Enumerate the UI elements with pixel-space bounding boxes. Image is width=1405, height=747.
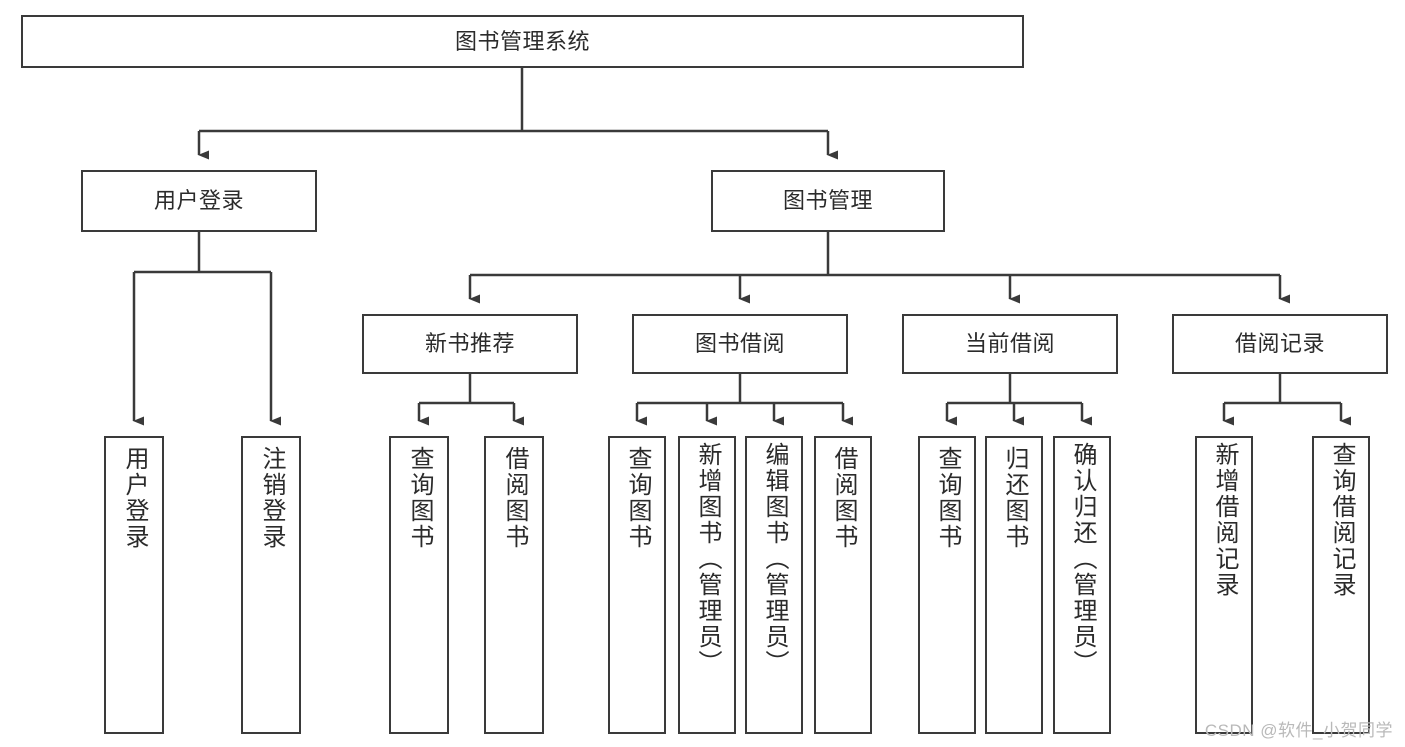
- node-leaf-user-logout-label: 注销登录: [258, 446, 285, 550]
- node-current-borrow[interactable]: 当前借阅: [902, 314, 1118, 374]
- node-leaf-edit-book-admin[interactable]: 编辑图书（管理员）: [745, 436, 803, 734]
- node-leaf-add-book-admin[interactable]: 新增图书（管理员）: [678, 436, 736, 734]
- node-leaf-query-book-borrow[interactable]: 查询图书: [608, 436, 666, 734]
- node-leaf-return-book[interactable]: 归还图书: [985, 436, 1043, 734]
- node-leaf-query-book-borrow-label: 查询图书: [624, 446, 651, 550]
- node-leaf-query-book-rec[interactable]: 查询图书: [389, 436, 449, 734]
- node-leaf-borrow-book-rec[interactable]: 借阅图书: [484, 436, 544, 734]
- node-borrow-record-label: 借阅记录: [1234, 331, 1325, 357]
- node-leaf-add-borrow-record-label: 新增借阅记录: [1211, 442, 1238, 598]
- node-leaf-user-login-label: 用户登录: [121, 446, 148, 550]
- node-leaf-edit-book-admin-label: 编辑图书（管理员）: [761, 442, 788, 676]
- node-user-login[interactable]: 用户登录: [81, 170, 317, 232]
- node-leaf-query-book-cur[interactable]: 查询图书: [918, 436, 976, 734]
- node-leaf-user-login[interactable]: 用户登录: [104, 436, 164, 734]
- node-new-book-recommend-label: 新书推荐: [424, 331, 515, 357]
- node-leaf-user-logout[interactable]: 注销登录: [241, 436, 301, 734]
- node-book-manage[interactable]: 图书管理: [711, 170, 945, 232]
- node-root-label: 图书管理系统: [454, 28, 590, 54]
- node-leaf-borrow-book[interactable]: 借阅图书: [814, 436, 872, 734]
- node-user-login-label: 用户登录: [153, 188, 244, 214]
- node-leaf-query-borrow-record-label: 查询借阅记录: [1328, 442, 1355, 598]
- node-leaf-return-book-label: 归还图书: [1001, 446, 1028, 550]
- node-book-manage-label: 图书管理: [782, 188, 873, 214]
- node-leaf-add-borrow-record[interactable]: 新增借阅记录: [1195, 436, 1253, 734]
- node-leaf-borrow-book-rec-label: 借阅图书: [501, 446, 528, 550]
- node-leaf-query-borrow-record[interactable]: 查询借阅记录: [1312, 436, 1370, 734]
- node-borrow-record[interactable]: 借阅记录: [1172, 314, 1388, 374]
- node-new-book-recommend[interactable]: 新书推荐: [362, 314, 578, 374]
- csdn-watermark: CSDN @软件_小贺同学: [1204, 721, 1393, 740]
- node-book-borrow[interactable]: 图书借阅: [632, 314, 848, 374]
- node-leaf-query-book-rec-label: 查询图书: [406, 446, 433, 550]
- node-leaf-add-book-admin-label: 新增图书（管理员）: [694, 442, 721, 676]
- node-leaf-query-book-cur-label: 查询图书: [934, 446, 961, 550]
- node-leaf-borrow-book-label: 借阅图书: [830, 446, 857, 550]
- node-leaf-confirm-return-admin-label: 确认归还（管理员）: [1069, 442, 1096, 676]
- node-leaf-confirm-return-admin[interactable]: 确认归还（管理员）: [1053, 436, 1111, 734]
- node-book-borrow-label: 图书借阅: [694, 331, 785, 357]
- node-current-borrow-label: 当前借阅: [964, 331, 1055, 357]
- node-root[interactable]: 图书管理系统: [21, 15, 1024, 68]
